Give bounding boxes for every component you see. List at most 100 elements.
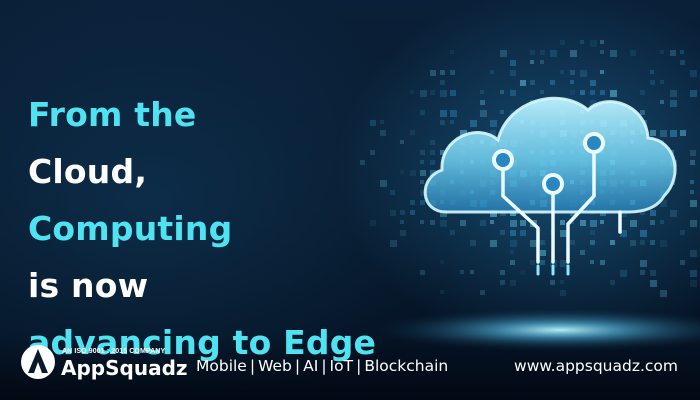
pixel-square	[670, 210, 677, 217]
pixel-square	[530, 60, 534, 64]
service-ai: AI	[303, 357, 319, 375]
pixel-square	[600, 220, 604, 224]
pixel-square	[490, 130, 496, 136]
pixel-square	[680, 130, 686, 136]
pixel-square	[560, 260, 567, 267]
pixel-square	[690, 70, 697, 77]
pixel-square	[540, 90, 544, 94]
pixel-square	[590, 40, 597, 47]
pixel-square	[660, 290, 667, 297]
pixel-square	[460, 220, 466, 226]
pixel-square	[510, 250, 514, 254]
pixel-square	[410, 130, 415, 135]
brand-name[interactable]: AppSquadz	[61, 356, 188, 380]
headline-line-2: Computing is now	[28, 200, 376, 314]
pixel-square	[660, 240, 667, 247]
pixel-square	[550, 50, 557, 57]
service-iot: IoT	[329, 357, 354, 375]
pixel-square	[510, 230, 516, 236]
pixel-square	[650, 70, 654, 74]
pixel-square	[470, 120, 477, 127]
pixel-square	[690, 280, 697, 287]
pixel-square	[400, 220, 404, 224]
pixel-square	[440, 80, 445, 85]
pixel-square	[620, 270, 627, 277]
pixel-square	[480, 110, 487, 117]
pixel-square	[640, 240, 645, 245]
pixel-square	[440, 120, 445, 125]
separator: |	[249, 357, 256, 375]
pixel-square	[690, 250, 697, 257]
pixel-square	[390, 210, 396, 216]
pixel-square	[420, 90, 427, 97]
pixel-square	[440, 110, 447, 117]
pixel-square	[630, 240, 636, 246]
pixel-square	[640, 110, 645, 115]
pixel-square	[560, 70, 564, 74]
pixel-square	[420, 200, 425, 205]
pixel-square	[540, 240, 545, 245]
pixel-square	[600, 50, 604, 54]
pixel-square	[440, 150, 445, 155]
pixel-square	[500, 90, 504, 94]
pixel-square	[420, 180, 424, 184]
pixel-square	[690, 190, 694, 194]
pixel-square	[450, 50, 454, 54]
pixel-square	[610, 90, 617, 97]
pixel-square	[690, 270, 697, 277]
footer-shade	[0, 336, 700, 400]
appsquadz-logo-icon[interactable]	[20, 344, 56, 380]
headline-line-3: advancing to Edge	[28, 323, 377, 362]
pixel-square	[460, 130, 467, 137]
pixel-square	[600, 70, 604, 74]
pixel-square	[440, 220, 447, 227]
pixel-square	[470, 240, 476, 246]
pixel-square	[660, 130, 667, 137]
pixel-square	[690, 150, 696, 156]
pixel-square	[480, 90, 484, 94]
pixel-square	[410, 90, 414, 94]
pixel-square	[580, 40, 584, 44]
pixel-square	[530, 80, 535, 85]
pixel-square	[600, 90, 605, 95]
pixel-square	[560, 290, 566, 296]
pixel-square	[570, 70, 575, 75]
pixel-square	[540, 50, 545, 55]
pixel-square	[420, 110, 425, 115]
pixel-square	[410, 200, 415, 205]
pixel-square	[380, 130, 386, 136]
pixel-square	[480, 290, 485, 295]
pixel-square	[570, 90, 575, 95]
pixel-square	[660, 100, 664, 104]
services-list: Mobile|Web|AI|IoT|Blockchain	[196, 357, 448, 375]
pixel-square	[650, 210, 656, 216]
pixel-square	[640, 260, 647, 267]
pixel-square	[440, 70, 445, 75]
pixel-square	[690, 200, 697, 207]
pixel-square	[500, 280, 505, 285]
pixel-square	[660, 200, 667, 207]
pixel-square	[690, 90, 697, 97]
pixel-square	[590, 90, 595, 95]
pixel-square	[510, 110, 514, 114]
pixel-square	[650, 270, 656, 276]
pixel-square	[560, 280, 564, 284]
pixel-square	[590, 240, 595, 245]
pixel-square	[530, 50, 535, 55]
pixel-square	[610, 240, 615, 245]
pixel-square	[660, 80, 664, 84]
pixel-square	[680, 260, 685, 265]
headline-line-2-part-1: Computing	[28, 209, 233, 248]
pixel-square	[510, 90, 516, 96]
service-mobile: Mobile	[196, 357, 247, 375]
website-link[interactable]: www.appsquadz.com	[514, 357, 678, 375]
pixel-square	[560, 40, 565, 45]
pixel-square	[490, 120, 497, 127]
pixel-square	[370, 120, 376, 126]
pixel-square	[640, 90, 645, 95]
pixel-square	[400, 140, 404, 144]
separator: |	[321, 357, 327, 375]
pixel-square	[670, 90, 677, 97]
